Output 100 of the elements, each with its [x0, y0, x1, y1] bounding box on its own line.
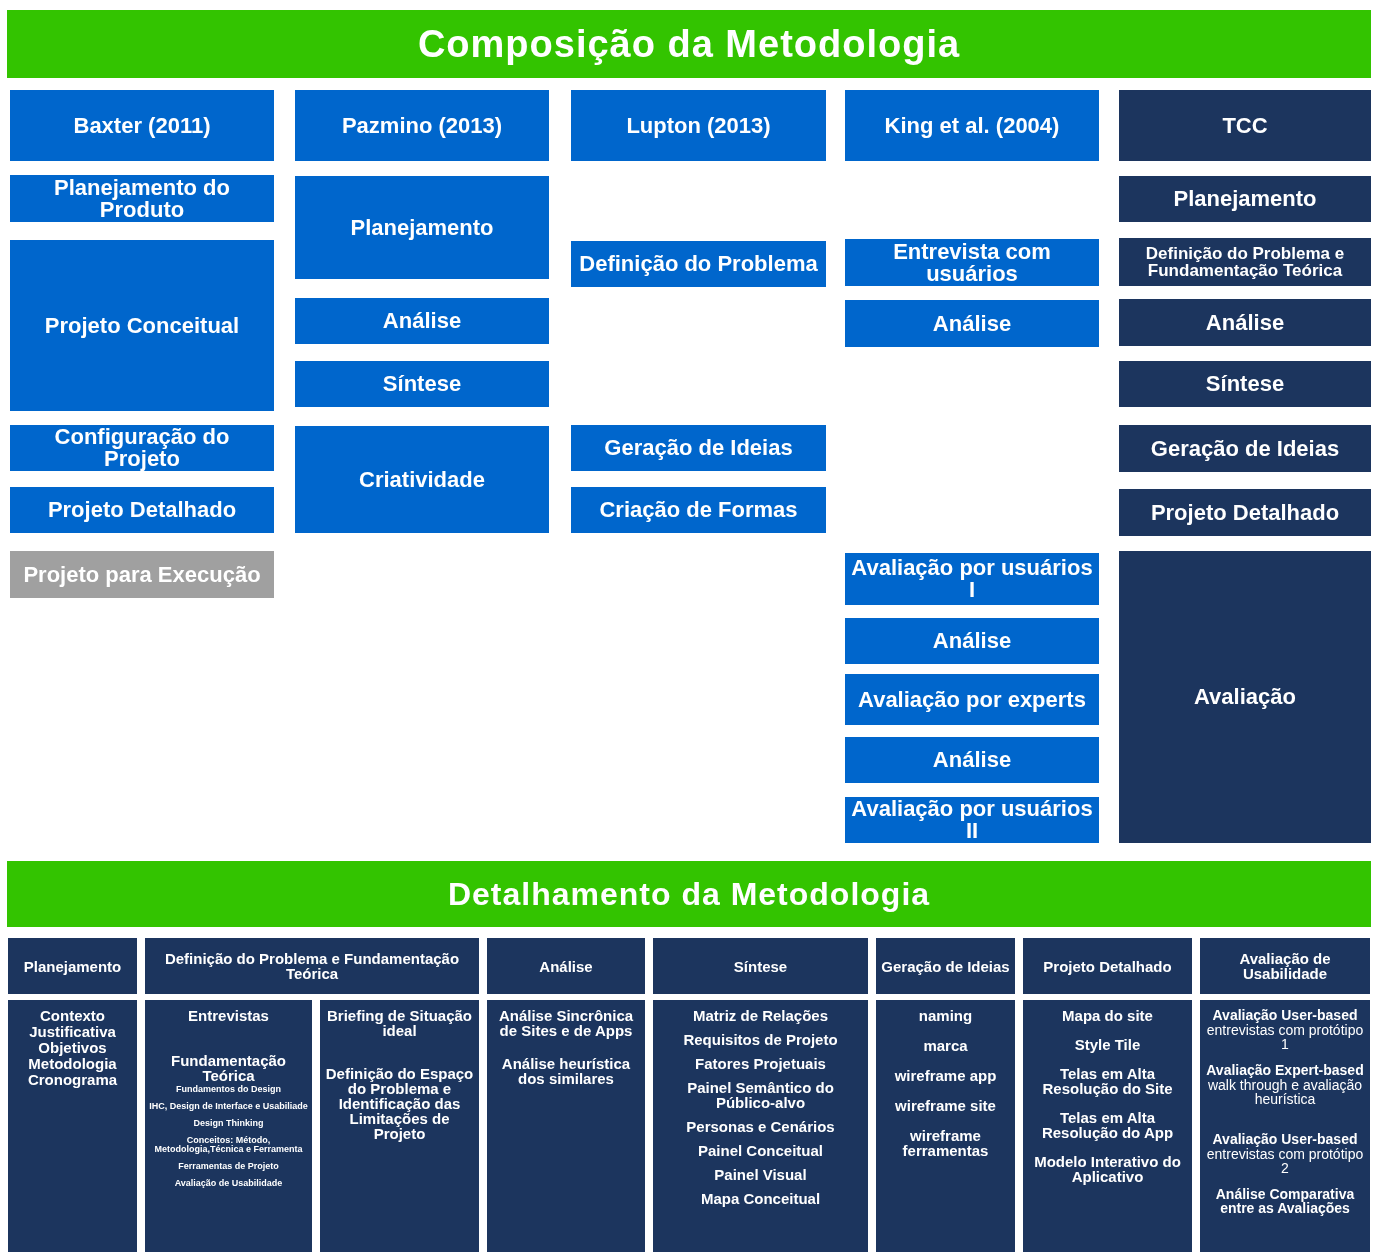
box-label: Entrevista com usuários: [892, 240, 1052, 285]
box-label: Criação de Formas: [599, 499, 798, 521]
stage-box: [8, 938, 137, 994]
box-label: Planejamento: [350, 216, 494, 239]
box-label: King et al. (2004): [884, 114, 1060, 137]
stage-box: [295, 176, 549, 279]
box-label: Briefing de Situação ideal: [326, 1008, 473, 1038]
stage-box: [145, 1000, 312, 1252]
stage-box: [145, 938, 479, 994]
stage-box: [845, 737, 1099, 783]
box-label: Fundamentos do Design: [176, 1085, 281, 1094]
box-label: Análise: [932, 630, 1012, 652]
box-label: Análise: [382, 310, 462, 332]
box-label: wireframe ferramentas: [901, 1128, 990, 1158]
box-label: Avaliação User-based: [1212, 1008, 1358, 1022]
box-label: Cronograma: [27, 1072, 118, 1087]
box-label: Conceitos: Método, Metodologia,Técnica e Ferramenta: [153, 1136, 304, 1154]
stage-box: [1200, 938, 1370, 994]
box-label: Requisitos de Projeto: [683, 1032, 838, 1047]
box-label: Avaliação User-based: [1212, 1132, 1358, 1146]
box-label: wireframe app: [894, 1068, 997, 1083]
stage-box: [10, 175, 274, 222]
stage-box: [10, 240, 274, 411]
box-label: Painel Visual: [714, 1167, 807, 1182]
stage-box: [10, 551, 274, 598]
box-label: Definição do Problema e Fundamentação Teórica: [1144, 245, 1346, 279]
stage-box: [295, 298, 549, 344]
box-label: Objetivos: [38, 1040, 107, 1055]
box-label: Análise: [932, 312, 1012, 335]
stage-box: [487, 1000, 645, 1252]
stage-box: [876, 938, 1015, 994]
box-label: Matriz de Relações: [692, 1008, 829, 1023]
stage-box: [1023, 938, 1192, 994]
box-label: Criatividade: [359, 468, 485, 491]
box-label: Justificativa: [29, 1024, 116, 1039]
title-band: [7, 861, 1371, 927]
stage-box: [876, 1000, 1015, 1252]
box-label: Configuração do Projeto: [53, 426, 231, 470]
stage-box: [320, 1000, 479, 1252]
box-label: Projeto Conceitual: [44, 314, 240, 337]
box-label: Contexto: [40, 1008, 105, 1023]
box-label: Fundamentação Teórica: [170, 1053, 287, 1083]
stage-box: [8, 1000, 137, 1252]
box-label: Avaliação por experts: [858, 688, 1086, 711]
box-label: Painel Semântico do Público-alvo: [686, 1080, 835, 1110]
box-label: IHC, Design de Interface e Usabiliade: [149, 1102, 308, 1111]
box-label: walk through e avaliação heurística: [1207, 1078, 1364, 1106]
stage-box: [295, 361, 549, 407]
stage-box: [295, 90, 549, 161]
stage-box: [571, 90, 826, 161]
box-label: Análise heurística dos similares: [500, 1056, 632, 1086]
box-label: Avaliação de Usabilidade: [1238, 951, 1332, 981]
box-label: Telas em Alta Resolução do Site: [1041, 1066, 1174, 1096]
box-label: Síntese: [733, 958, 788, 974]
stage-box: [1119, 299, 1371, 346]
box-label: Geração de Ideias: [1150, 437, 1340, 460]
stage-box: [487, 938, 645, 994]
box-label: wireframe site: [895, 1098, 996, 1113]
title-band: [7, 10, 1371, 78]
stage-box: [845, 618, 1099, 664]
stage-box: [653, 938, 868, 994]
box-label: Definição do Espaço do Problema e Identificação das Limitações de Projeto: [324, 1066, 475, 1141]
box-label: Baxter (2011): [73, 114, 211, 137]
stage-box: [845, 90, 1099, 161]
box-label: Pazmino (2013): [341, 114, 503, 137]
band-title: Detalhamento da Metodologia: [447, 878, 931, 910]
box-label: Planejamento do Produto: [52, 176, 231, 221]
box-label: Fatores Projetuais: [695, 1056, 826, 1071]
box-label: Geração de Ideias: [881, 958, 1010, 974]
box-label: Definição do Problema e Fundamentação Teórica: [163, 951, 461, 981]
stage-box: [571, 487, 826, 533]
box-label: Avaliação de Usabilidade: [174, 1179, 283, 1188]
box-label: Design Thinking: [193, 1119, 264, 1128]
box-label: Style Tile: [1074, 1037, 1141, 1052]
stage-box: [10, 487, 274, 533]
stage-box: [295, 426, 549, 533]
box-label: Análise: [932, 749, 1012, 771]
box-label: Lupton (2013): [626, 114, 771, 137]
box-label: Geração de Ideias: [604, 437, 793, 459]
stage-box: [845, 674, 1099, 725]
box-label: entrevistas com protótipo 2: [1205, 1147, 1365, 1175]
box-label: entrevistas com protótipo 1: [1205, 1023, 1365, 1051]
box-label: Análise: [539, 958, 593, 974]
stage-box: [1119, 176, 1371, 222]
stage-box: [10, 90, 274, 161]
box-label: Modelo Interativo do Aplicativo: [1033, 1154, 1182, 1184]
stage-box: [1119, 90, 1371, 161]
box-label: Análise Comparativa entre as Avaliações: [1214, 1187, 1356, 1215]
box-label: Projeto Detalhado: [47, 499, 237, 521]
box-label: Personas e Cenários: [686, 1119, 835, 1134]
box-label: Metodologia: [28, 1056, 117, 1071]
box-label: Avaliação por usuários I: [850, 557, 1094, 601]
box-label: TCC: [1222, 114, 1268, 137]
box-label: Análise: [1205, 311, 1285, 334]
stage-box: [845, 239, 1099, 286]
box-label: Mapa Conceitual: [700, 1191, 821, 1206]
box-label: Síntese: [1205, 373, 1285, 395]
box-label: Avaliação: [1194, 686, 1296, 708]
stage-box: [10, 425, 274, 471]
stage-box: [1200, 1000, 1370, 1252]
